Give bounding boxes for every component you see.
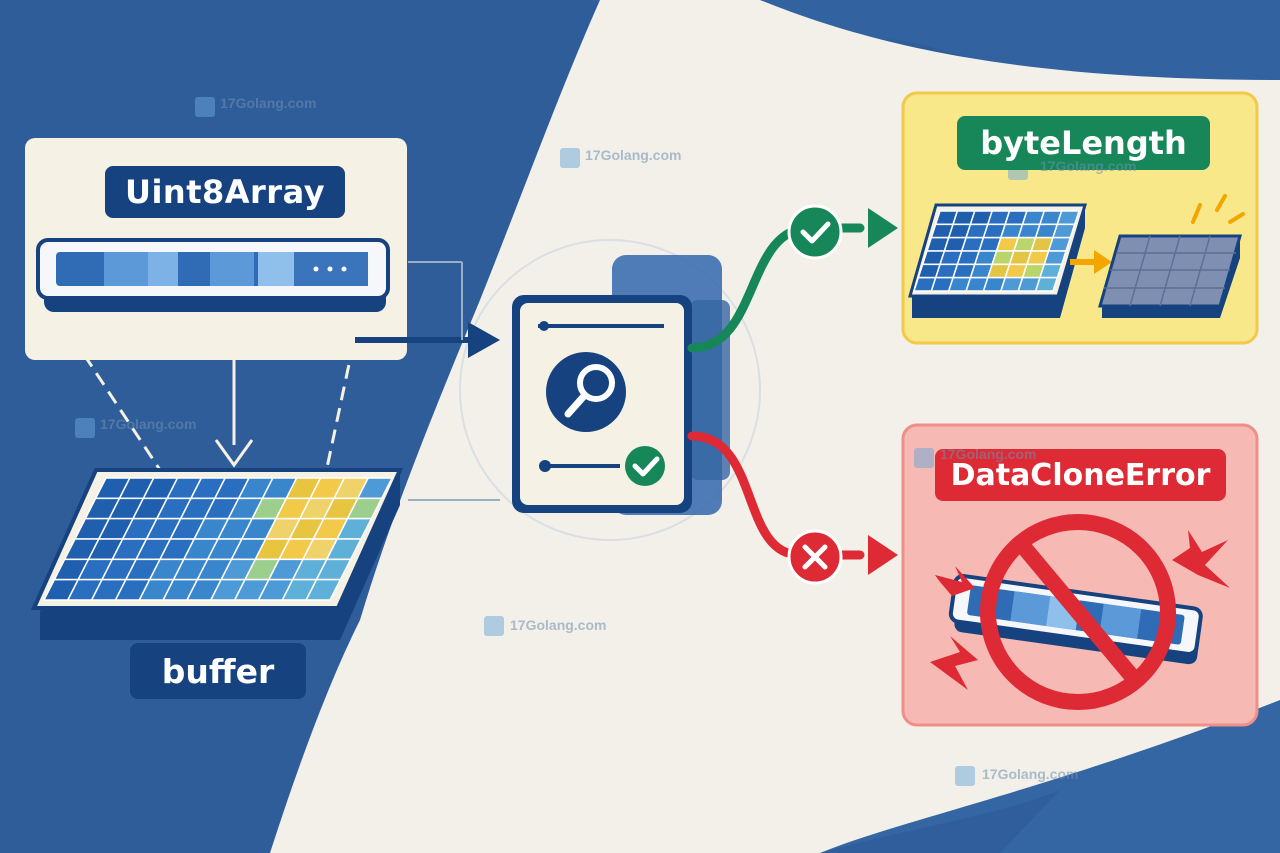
watermark: 17Golang.com	[100, 416, 197, 432]
success-check-icon	[787, 204, 843, 260]
grid-cell	[1034, 276, 1059, 292]
ellipsis-dot	[327, 266, 333, 272]
buffer-label: buffer	[130, 643, 306, 699]
bytelength-label: byteLength	[957, 116, 1210, 170]
watermark: 17Golang.com	[940, 446, 1037, 462]
ellipsis-dot	[313, 266, 319, 272]
grid-cell	[1047, 236, 1072, 252]
watermark: 17Golang.com	[1040, 158, 1137, 174]
success-branch	[687, 204, 898, 353]
error-x-icon	[787, 529, 843, 585]
down-arrow	[214, 360, 254, 468]
grid-cell	[1051, 223, 1076, 239]
transfer-arrow-icon	[1070, 250, 1112, 274]
watermark: 17Golang.com	[585, 147, 682, 163]
detached-buffer-thumbnail	[1098, 234, 1242, 318]
buffer-grid	[42, 477, 394, 601]
watermark: 17Golang.com	[982, 766, 1079, 782]
search-icon	[546, 352, 626, 432]
checker-document	[512, 255, 730, 515]
source-buffer-thumbnail	[908, 203, 1088, 318]
watermark: 17Golang.com	[220, 95, 317, 111]
footer-line-icon	[539, 460, 620, 472]
dataclone-error-label: DataCloneError	[935, 449, 1226, 501]
watermark: 17Golang.com	[510, 617, 607, 633]
uint8array-label: Uint8Array	[105, 166, 345, 218]
spark-lines-icon	[1191, 194, 1245, 224]
grid-cell	[1043, 250, 1068, 266]
grid-cell	[304, 578, 342, 601]
error-branch	[687, 431, 898, 585]
buffer-block	[30, 468, 404, 640]
header-line-icon	[538, 321, 664, 331]
check-badge-icon	[625, 446, 665, 486]
right-arrow-to-checker	[355, 261, 500, 501]
crack-burst-icon	[930, 530, 1230, 690]
typed-array-view-bar	[36, 238, 390, 312]
ellipsis-dot	[341, 266, 347, 272]
grid-cell	[1038, 263, 1063, 279]
prohibited-icon	[980, 514, 1176, 710]
grid-cell	[1056, 210, 1081, 226]
